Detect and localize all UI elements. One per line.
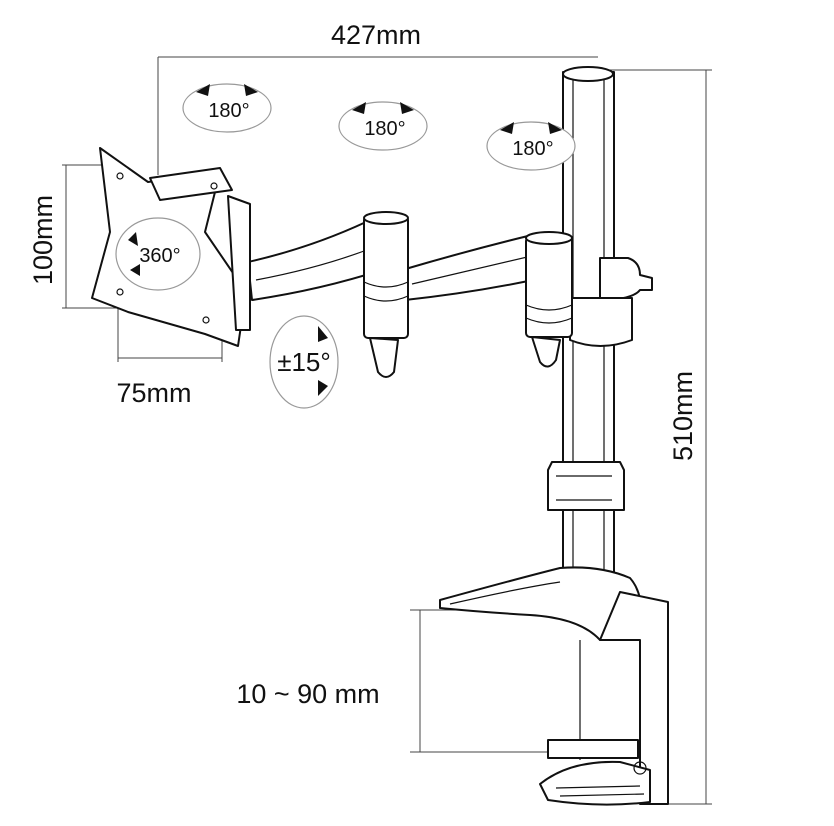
label-vesa-horizontal: 75mm [116,378,191,408]
label-height-total: 510mm [668,371,698,461]
label-tilt: ±15° [277,347,331,377]
arm-segment-2 [401,231,573,368]
label-clamp-range: 10 ~ 90 mm [236,679,379,709]
label-arm-joint-2-rotation: 180° [364,118,405,140]
dimension-lines [62,56,712,805]
rotation-indicators [128,83,576,409]
label-pole-joint-rotation: 180° [512,138,553,160]
label-vesa-vertical: 100mm [28,195,58,285]
label-arm-joint-1-rotation: 180° [208,100,249,122]
label-plate-rotation: 360° [139,245,180,267]
label-width-total: 427mm [331,20,421,50]
labels: 427mm 510mm 100mm 75mm 10 ~ 90 mm 180° 1… [28,20,698,709]
desk-clamp [439,566,669,806]
arm-segment-1 [247,211,409,378]
